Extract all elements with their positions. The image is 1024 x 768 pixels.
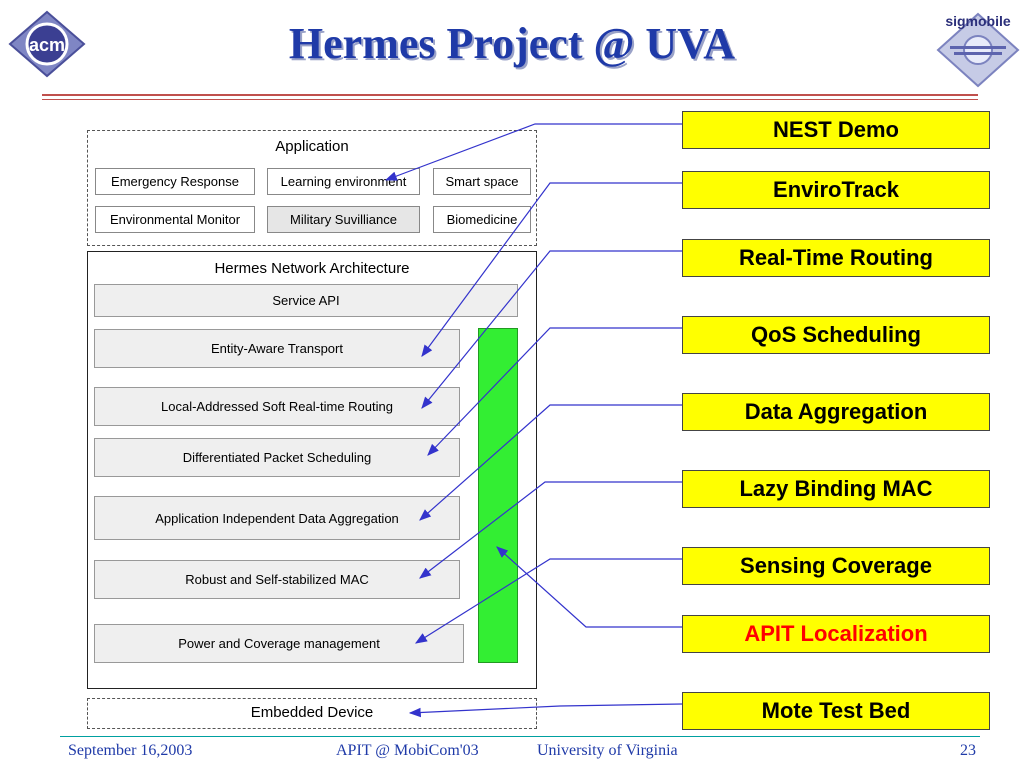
svg-text:sigmobile: sigmobile: [945, 13, 1011, 29]
project-data-aggregation: Data Aggregation: [682, 393, 990, 431]
acm-logo: acm: [8, 10, 86, 78]
arrow-envirotrack: [421, 182, 682, 357]
layer-data-aggregation: Application Independent Data Aggregation: [94, 496, 460, 540]
layer-mac: Robust and Self-stabilized MAC: [94, 560, 460, 599]
app-emergency-response: Emergency Response: [95, 168, 255, 195]
app-military-surveillance: Military Suvilliance: [267, 206, 420, 233]
project-mote-test-bed: Mote Test Bed: [682, 692, 990, 730]
project-nest-demo: NEST Demo: [682, 111, 990, 149]
footer-university: University of Virginia: [537, 742, 678, 759]
layer-routing: Local-Addressed Soft Real-time Routing: [94, 387, 460, 426]
project-qos-scheduling: QoS Scheduling: [682, 316, 990, 354]
arrow-real-time-routing: [421, 250, 682, 409]
arrow-apit-localization: [496, 546, 682, 628]
page-title: Hermes Project @ UVA: [288, 19, 736, 68]
project-apit-localization: APIT Localization: [682, 615, 990, 653]
arrow-lazy-binding-mac: [419, 481, 682, 579]
footer-date: September 16,2003: [68, 742, 193, 759]
layer-packet-scheduling: Differentiated Packet Scheduling: [94, 438, 460, 477]
project-lazy-binding-mac: Lazy Binding MAC: [682, 470, 990, 508]
project-sensing-coverage: Sensing Coverage: [682, 547, 990, 585]
arrow-data-aggregation: [419, 404, 682, 521]
title-divider: [42, 94, 978, 96]
footer-divider: [60, 736, 980, 737]
title-divider-thin: [42, 99, 978, 100]
architecture-label: Hermes Network Architecture: [214, 260, 410, 277]
architecture-group: [87, 251, 537, 689]
arrow-sensing-coverage: [414, 558, 682, 644]
arrow-nest-demo: [384, 123, 682, 181]
project-real-time-routing: Real-Time Routing: [682, 239, 990, 277]
arrow-mote-test-bed: [408, 703, 683, 718]
embedded-device-box: [87, 698, 537, 729]
localization-bar: [478, 328, 518, 663]
app-smart-space: Smart space: [433, 168, 531, 195]
svg-text:acm: acm: [29, 35, 65, 55]
footer-page-number: 23: [960, 742, 976, 759]
sigmobile-logo: sigmobile: [936, 6, 1020, 88]
footer-conference: APIT @ MobiCom'03: [336, 742, 479, 759]
embedded-device-label: Embedded Device: [250, 704, 374, 721]
layer-service-api: Service API: [94, 284, 518, 317]
layer-power-coverage: Power and Coverage management: [94, 624, 464, 663]
application-group: [87, 130, 537, 246]
arrow-qos-scheduling: [427, 327, 682, 456]
app-environmental-monitor: Environmental Monitor: [95, 206, 255, 233]
application-label: Application: [275, 138, 349, 155]
project-envirotrack: EnviroTrack: [682, 171, 990, 209]
layer-entity-aware-transport: Entity-Aware Transport: [94, 329, 460, 368]
app-biomedicine: Biomedicine: [433, 206, 531, 233]
